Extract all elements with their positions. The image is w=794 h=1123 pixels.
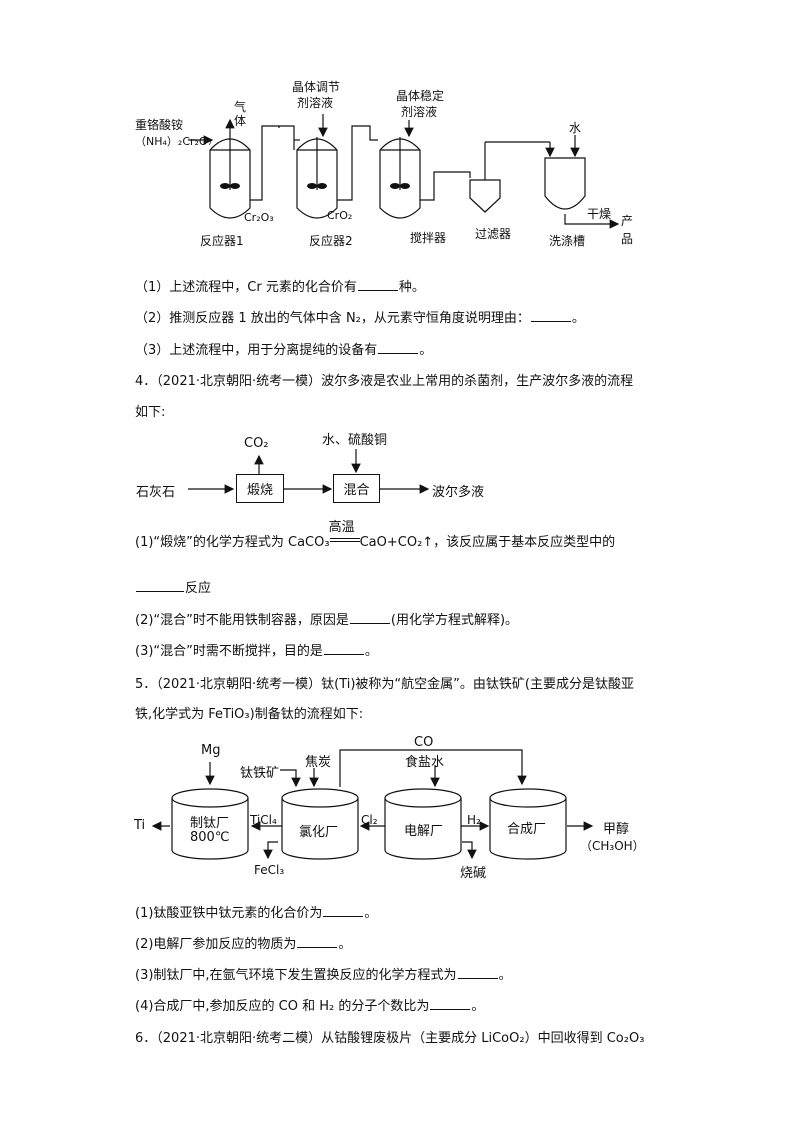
calcine-box: 煅烧 [236, 474, 284, 503]
q4-sub-1-tail: 反应 [135, 577, 211, 596]
product-label: 产 [621, 214, 634, 228]
reactor-2-vessel [296, 138, 338, 219]
synth-plant-label: 合成厂 [507, 822, 547, 837]
reactor-2-label: 反应器2 [309, 234, 353, 248]
bordeaux-label: 波尔多液 [432, 485, 485, 500]
water-cuso4-label: 水、硫酸铜 [322, 433, 388, 448]
q4-sub-3: (3)“混合”时需不断搅拌，目的是。 [135, 644, 378, 659]
methanol-formula: （CH₃OH） [580, 839, 645, 853]
co2-label: CO₂ [244, 436, 269, 451]
q4-heading-2: 如下: [135, 405, 166, 420]
crystal-stable-label: 晶体稳定 [396, 89, 445, 103]
high-temp-condition: 高温 [328, 520, 355, 535]
q5-sub-2: (2)电解厂参加反应的物质为。 [135, 937, 352, 952]
q5-sub-3: (3)制钛厂中,在氩气环境下发生置换反应的化学方程式为。 [135, 968, 512, 983]
filter-label: 过滤器 [475, 227, 512, 241]
gas-label: 气体 [234, 100, 247, 128]
chlor-plant-label: 氯化厂 [299, 825, 339, 840]
ti-label: Ti [134, 818, 146, 833]
mix-box: 混合 [333, 474, 380, 503]
feed-formula: （NH₄）₂Cr₂O₇ [135, 135, 212, 148]
washer-vessel [544, 157, 586, 210]
methanol-label: 甲醇 [603, 822, 630, 837]
q3-sub-2: （2）推测反应器 1 放出的气体中含 N₂，从元素守恒角度说明理由：。 [135, 311, 585, 326]
q5-heading: 5．（2021·北京朝阳·统考一模）钛(Ti)被称为“航空金属”。由钛铁矿(主要… [135, 677, 634, 692]
q5-sub-4: (4)合成厂中,参加反应的 CO 和 H₂ 的分子个数比为。 [135, 999, 485, 1014]
limestone-label: 石灰石 [136, 485, 176, 500]
h2-label: H₂ [467, 813, 481, 827]
crystal-adjust-label-2: 剂溶液 [297, 96, 334, 110]
mg-label: Mg [201, 743, 221, 758]
q5-heading-2: 铁,化学式为 FeTiO₃)制备钛的流程如下: [135, 707, 364, 722]
q3-sub-1: （1）上述流程中，Cr 元素的化合价有种。 [135, 280, 425, 295]
stirrer-label: 搅拌器 [410, 231, 447, 245]
q6-heading: 6．（2021·北京朝阳·统考二模）从钴酸锂废极片（主要成分 LiCoO₂）中回… [135, 1031, 645, 1046]
ti-plant-temp: 800℃ [190, 830, 230, 845]
ilmenite-label: 钛铁矿 [240, 766, 280, 781]
caustic-label: 烧碱 [460, 866, 487, 881]
equation-equal-sign: 高温 [329, 520, 360, 546]
cl2-label: Cl₂ [361, 813, 378, 827]
reactor-1-vessel [209, 138, 251, 219]
q4-heading: 4．（2021·北京朝阳·统考一模）波尔多液是农业上常用的杀菌剂，生产波尔多液的… [135, 374, 634, 389]
brine-label: 食盐水 [405, 755, 445, 770]
coke-label: 焦炭 [305, 755, 332, 770]
co-label: CO [414, 735, 434, 750]
crystal-stable-label-2: 剂溶液 [401, 105, 438, 119]
feed-label: 重铬酸铵 [135, 118, 184, 132]
q4-sub-2: (2)“混合”时不能用铁制容器，原因是(用化学方程式解释)。 [135, 613, 519, 628]
reactor-1-label: 反应器1 [200, 234, 244, 248]
product-label-2: 品 [621, 232, 634, 246]
fecl3-label: FeCl₃ [254, 863, 285, 877]
ti-plant-label: 制钛厂 [190, 816, 230, 831]
q3-sub-3: （3）上述流程中，用于分离提纯的设备有。 [135, 343, 433, 358]
ticl4-label: TiCl₄ [250, 813, 277, 827]
cro2-label: CrO₂ [327, 209, 353, 222]
washer-label: 洗涤槽 [549, 234, 586, 248]
water-label: 水 [569, 121, 582, 135]
elec-plant-label: 电解厂 [404, 824, 444, 839]
dry-label: 干燥 [587, 207, 612, 221]
stirrer-vessel [379, 138, 421, 219]
cr2o3-label: Cr₂O₃ [244, 211, 274, 224]
filter-shape [469, 179, 501, 213]
q5-sub-1: (1)钛酸亚铁中钛元素的化合价为。 [135, 906, 378, 921]
crystal-adjust-label: 晶体调节 [292, 80, 341, 94]
